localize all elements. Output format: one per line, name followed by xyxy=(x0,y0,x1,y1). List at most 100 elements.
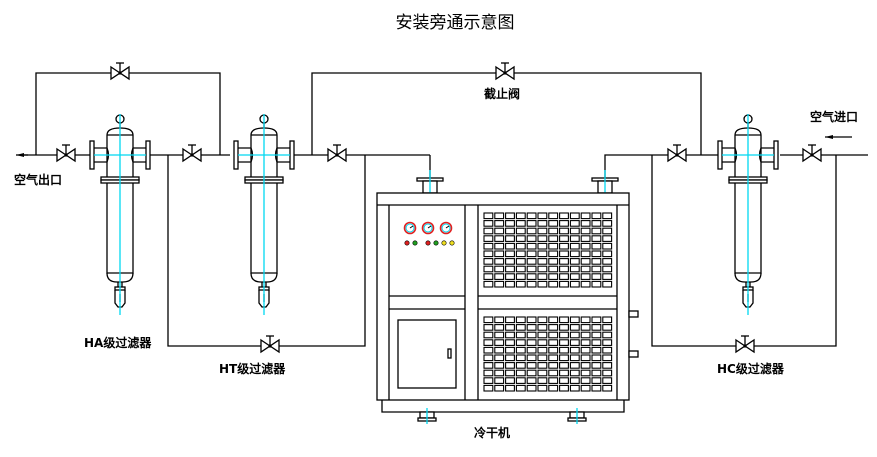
grille-cell xyxy=(569,220,580,227)
grille-cell xyxy=(494,212,505,220)
air-inlet-arrow xyxy=(825,135,852,139)
grille-cell xyxy=(602,362,613,369)
grille-cell xyxy=(602,258,613,265)
grille-cell xyxy=(602,220,613,227)
grille-cell xyxy=(505,377,515,384)
grille-cell xyxy=(505,384,515,392)
grille-cell xyxy=(569,250,580,258)
grille-cell xyxy=(559,258,569,265)
grille-cell xyxy=(526,362,537,369)
grille-cell xyxy=(505,212,515,220)
grille-cell xyxy=(569,265,580,273)
dryer-bypass-shutoff-valve[interactable] xyxy=(495,62,515,80)
grille-cell xyxy=(559,346,569,354)
grille-cell xyxy=(526,212,537,220)
grille-cell xyxy=(483,354,494,362)
ht-filter-label: HT级过滤器 xyxy=(219,361,286,376)
grille-cell xyxy=(494,280,505,288)
grille-cell xyxy=(591,227,602,235)
grille-cell xyxy=(602,369,613,377)
grille-cell xyxy=(537,324,548,331)
grille-cell xyxy=(591,339,602,346)
grille-cell xyxy=(602,212,613,220)
grille-cell xyxy=(494,324,505,331)
grille-cell xyxy=(526,273,537,280)
hc-inlet-valve[interactable] xyxy=(802,144,822,162)
grille-cell xyxy=(515,250,526,258)
grille-cell xyxy=(569,324,580,331)
grille-cell xyxy=(483,258,494,265)
grille-cell xyxy=(483,316,494,324)
grille-cell xyxy=(580,235,591,242)
grille-cell xyxy=(569,384,580,392)
refrigerated-dryer xyxy=(376,170,639,424)
grille-cell xyxy=(591,377,602,384)
grille-cell xyxy=(483,369,494,377)
gauge-icon xyxy=(421,221,435,235)
grille-cell xyxy=(494,369,505,377)
grille-cell xyxy=(591,280,602,288)
grille-cell xyxy=(548,273,559,280)
ha-bypass-valve[interactable] xyxy=(110,62,130,80)
grille-cell xyxy=(559,362,569,369)
grille-cell xyxy=(548,212,559,220)
grille-cell xyxy=(591,369,602,377)
grille-cell xyxy=(602,250,613,258)
grille-cell xyxy=(483,242,494,250)
grille-cell xyxy=(537,346,548,354)
grille-cell xyxy=(526,250,537,258)
grille-cell xyxy=(548,384,559,392)
grille-cell xyxy=(483,235,494,242)
grille-cell xyxy=(494,384,505,392)
grille-cell xyxy=(580,265,591,273)
grille-cell xyxy=(559,324,569,331)
grille-cell xyxy=(569,280,580,288)
dryer-inlet-valve[interactable] xyxy=(327,144,347,162)
grille-cell xyxy=(483,331,494,339)
grille-cell xyxy=(591,212,602,220)
grille-cell xyxy=(602,331,613,339)
dryer-door[interactable] xyxy=(397,319,457,389)
grille-cell xyxy=(515,324,526,331)
grille-cell xyxy=(580,324,591,331)
grille-cell xyxy=(602,384,613,392)
grille-cell xyxy=(505,258,515,265)
grille-cell xyxy=(505,280,515,288)
grille-cell xyxy=(483,220,494,227)
grille-cell xyxy=(526,324,537,331)
grille-cell xyxy=(505,273,515,280)
grille-cell xyxy=(526,235,537,242)
ha-outlet-valve[interactable] xyxy=(56,144,76,162)
grille-cell xyxy=(505,265,515,273)
ha-filter-label: HA级过滤器 xyxy=(84,335,152,350)
gauge-icon xyxy=(403,221,417,235)
grille-cell xyxy=(494,235,505,242)
ht-bypass-valve[interactable] xyxy=(260,335,280,353)
grille-cell xyxy=(591,273,602,280)
grille-cell xyxy=(569,235,580,242)
grille-cell xyxy=(505,346,515,354)
grille-cell xyxy=(526,280,537,288)
grille-cell xyxy=(505,362,515,369)
grille-cell xyxy=(526,265,537,273)
grille-cell xyxy=(494,250,505,258)
grille-cell xyxy=(494,265,505,273)
door-handle[interactable] xyxy=(447,348,452,359)
grille-cell xyxy=(515,362,526,369)
grille-cell xyxy=(494,339,505,346)
ht-outlet-valve[interactable] xyxy=(182,144,202,162)
hc-bypass-valve[interactable] xyxy=(735,335,755,353)
grille-cell xyxy=(537,258,548,265)
grille-cell xyxy=(537,227,548,235)
grille-cell xyxy=(602,273,613,280)
grille-cell xyxy=(537,384,548,392)
grille-cell xyxy=(569,258,580,265)
grille-cell xyxy=(505,331,515,339)
grille-cell xyxy=(548,280,559,288)
indicator-light-green xyxy=(433,240,439,246)
grille-cell xyxy=(559,227,569,235)
grille-cell xyxy=(591,362,602,369)
grille-cell xyxy=(505,250,515,258)
hc-outlet-valve[interactable] xyxy=(667,144,687,162)
grille-cell xyxy=(548,354,559,362)
